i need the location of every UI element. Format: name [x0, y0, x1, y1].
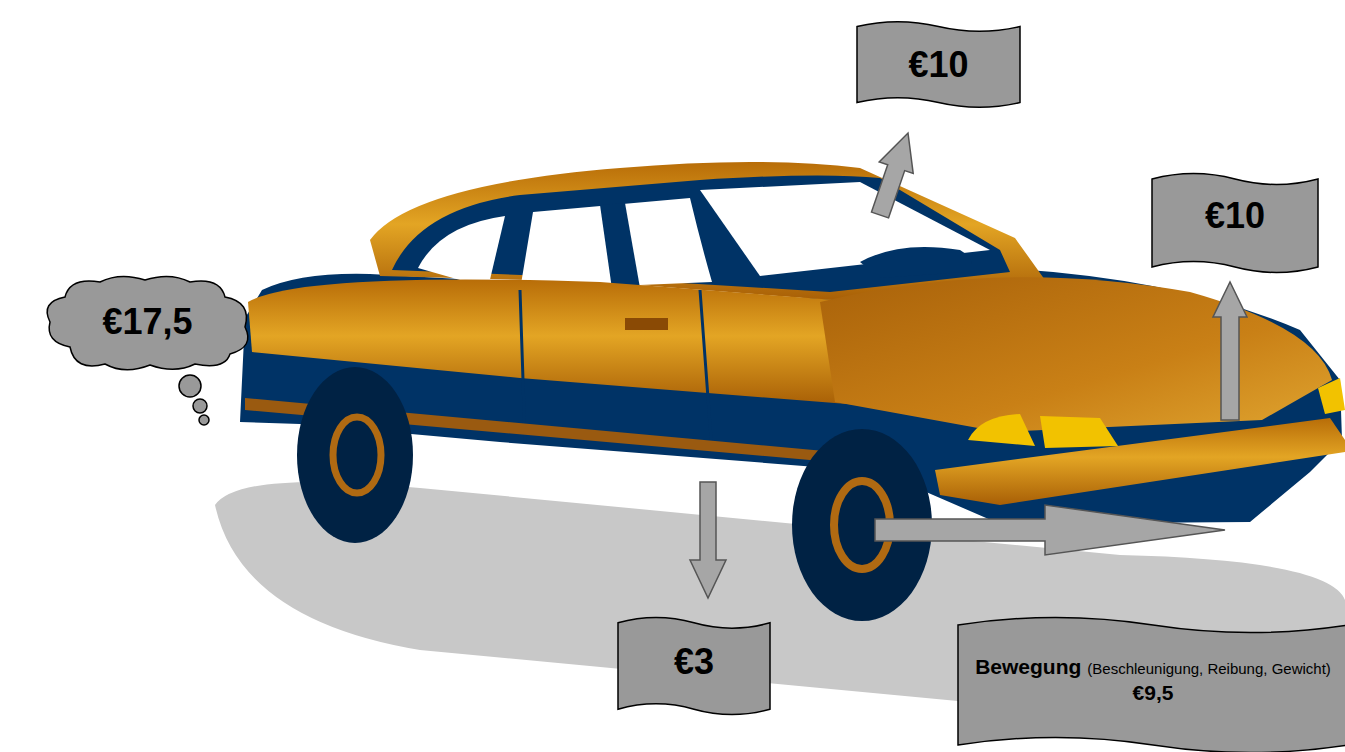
cost-arrow [872, 133, 914, 218]
cloud-outline [40, 272, 255, 432]
cost-amount: €3 [674, 642, 714, 682]
text-area: €10 [857, 17, 1020, 112]
motion-arrow [875, 505, 1225, 555]
cost-banner: €10 [857, 17, 1020, 112]
text-area: €17,5 [40, 272, 255, 372]
rear-wheel [297, 367, 413, 543]
car-roof [370, 162, 1045, 300]
steering-wheel [860, 247, 971, 278]
car-window-frame [392, 175, 1010, 292]
cost-amount: €10 [908, 45, 968, 85]
motion-banner: Bewegung (Beschleunigung, Reibung, Gewich… [958, 610, 1345, 752]
text-area: €3 [618, 612, 770, 712]
cost-amount: €10 [1205, 196, 1265, 236]
text-area: Bewegung (Beschleunigung, Reibung, Gewich… [958, 610, 1345, 750]
cost-banner: €3 [618, 612, 770, 720]
cost-heading: Bewegung [975, 655, 1081, 678]
cost-amount: €17,5 [102, 302, 192, 342]
cost-amount: €9,5 [1133, 680, 1174, 706]
headlight [1318, 378, 1345, 414]
text-line: Bewegung (Beschleunigung, Reibung, Gewich… [975, 654, 1331, 680]
cost-banner: €10 [1152, 168, 1318, 278]
cost-arrow [1213, 282, 1247, 420]
rear-rim [333, 417, 381, 493]
cost-arrow [690, 482, 726, 598]
door-window [520, 198, 712, 290]
cost-detail: (Beschleunigung, Reibung, Gewicht) [1087, 660, 1330, 677]
door-handle [625, 318, 668, 330]
text-area: €10 [1152, 168, 1318, 263]
thought-cloud: €17,5 [40, 272, 255, 432]
headlight [1040, 416, 1118, 448]
headlight [968, 414, 1035, 446]
rear-window [418, 216, 505, 288]
door-window-pillar [600, 203, 640, 289]
car-hood [820, 277, 1332, 432]
